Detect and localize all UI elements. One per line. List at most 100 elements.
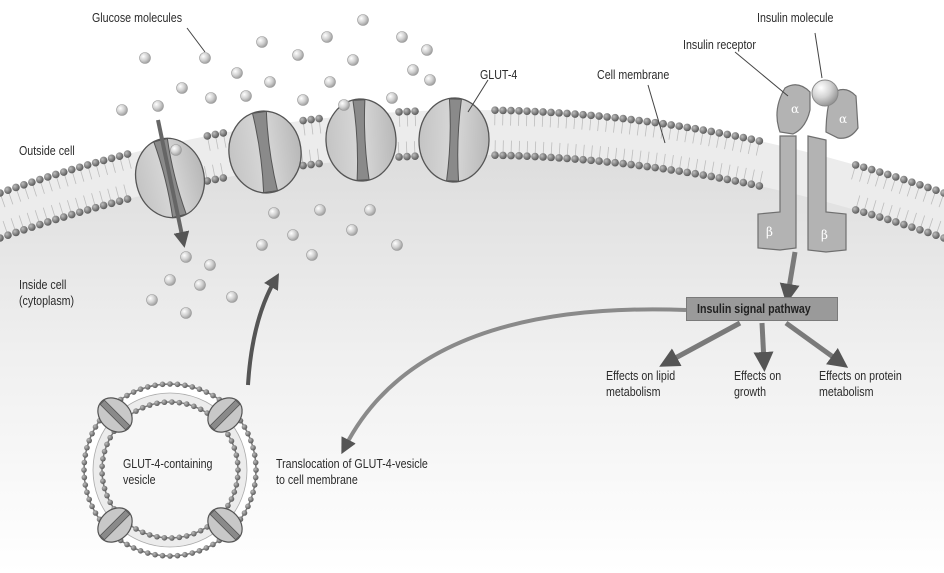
- phospholipid-head: [715, 174, 723, 182]
- phospholipid-head: [732, 177, 740, 185]
- phospholipid-head: [691, 125, 699, 133]
- glucose-molecule: [205, 260, 216, 271]
- phospholipid-head: [932, 231, 940, 239]
- phospholipid-head: [587, 112, 595, 120]
- vesicle-phospholipid-head: [82, 460, 88, 466]
- phospholipid-head: [715, 129, 723, 137]
- vesicle-phospholipid-head: [252, 482, 258, 488]
- phospholipid-head: [579, 156, 587, 164]
- glucose-molecule: [147, 295, 158, 306]
- glucose-molecule: [358, 15, 369, 26]
- label-effects-growth: Effects on growth: [734, 368, 781, 400]
- phospholipid-head: [595, 112, 603, 120]
- vesicle-phospholipid-head: [248, 497, 254, 503]
- phospholipid-head: [916, 226, 924, 234]
- phospholipid-head: [60, 168, 68, 176]
- phospholipid-head: [892, 218, 900, 226]
- phospholipid-head: [932, 186, 940, 194]
- label-outside-cell: Outside cell: [19, 143, 75, 159]
- phospholipid-head: [219, 174, 227, 182]
- label-cell-membrane: Cell membrane: [597, 67, 669, 83]
- vesicle-phospholipid-head: [229, 496, 235, 502]
- glucose-molecule: [265, 77, 276, 88]
- receptor-alpha-right-symbol: α: [839, 112, 847, 126]
- label-effects-lipid: Effects on lipid metabolism: [606, 368, 675, 400]
- vesicle-phospholipid-head: [229, 438, 235, 444]
- vesicle-phospholipid-head: [84, 489, 90, 495]
- phospholipid-head: [868, 211, 876, 219]
- phospholipid-head: [699, 171, 707, 179]
- phospholipid-head: [315, 115, 323, 123]
- phospholipid-head: [675, 167, 683, 175]
- label-translocation-line1: Translocation of GLUT-4-vesicle: [276, 456, 428, 472]
- label-effects-growth-line1: Effects on: [734, 368, 781, 384]
- phospholipid-head: [531, 108, 539, 116]
- vesicle-phospholipid-head: [100, 456, 106, 462]
- vesicle-phospholipid-head: [210, 542, 216, 548]
- vesicle-phospholipid-head: [124, 393, 130, 399]
- vesicle-phospholipid-head: [154, 534, 160, 540]
- phospholipid-head: [611, 159, 619, 167]
- phospholipid-head: [547, 154, 555, 162]
- phospholipid-head: [108, 199, 116, 207]
- label-glucose-molecules: Glucose molecules: [92, 10, 182, 26]
- glucose-molecule: [257, 37, 268, 48]
- phospholipid-head: [852, 206, 860, 214]
- label-effects-lipid-line2: metabolism: [606, 384, 675, 400]
- glucose-molecule: [206, 93, 217, 104]
- phospholipid-head: [124, 150, 132, 158]
- phospholipid-head: [108, 154, 116, 162]
- vesicle-phospholipid-head: [147, 532, 153, 538]
- phospholipid-head: [619, 115, 627, 123]
- vesicle-phospholipid-head: [124, 542, 130, 548]
- phospholipid-head: [20, 226, 28, 234]
- glucose-molecule: [387, 93, 398, 104]
- vesicle-phospholipid-head: [232, 489, 238, 495]
- phospholipid-head: [491, 151, 499, 159]
- phospholipid-head: [860, 163, 868, 171]
- phospholipid-head: [60, 213, 68, 221]
- label-insulin-molecule: Insulin molecule: [757, 10, 833, 26]
- phospholipid-head: [84, 161, 92, 169]
- phospholipid-head: [92, 159, 100, 167]
- phospholipid-head: [499, 152, 507, 160]
- phospholipid-head: [707, 173, 715, 181]
- phospholipid-head: [908, 178, 916, 186]
- receptor-beta-left-symbol: β: [766, 225, 773, 239]
- phospholipid-head: [595, 157, 603, 165]
- label-inside-cell: Inside cell (cytoplasm): [19, 277, 74, 309]
- vesicle-phospholipid-head: [225, 503, 231, 509]
- phospholipid-head: [211, 131, 219, 139]
- vesicle-phospholipid-head: [160, 382, 166, 388]
- phospholipid-head: [756, 137, 764, 145]
- phospholipid-head: [403, 153, 411, 161]
- phospholipid-head: [411, 107, 419, 115]
- phospholipid-head: [884, 171, 892, 179]
- vesicle-phospholipid-head: [175, 382, 181, 388]
- vesicle-phospholipid-head: [133, 408, 139, 414]
- label-effects-lipid-line1: Effects on lipid: [606, 368, 675, 384]
- phospholipid-head: [507, 107, 515, 115]
- phospholipid-head: [68, 166, 76, 174]
- phospholipid-head: [204, 132, 212, 140]
- vesicle-phospholipid-head: [93, 510, 99, 516]
- vesicle-phospholipid-head: [189, 550, 195, 556]
- vesicle-phospholipid-head: [152, 552, 158, 558]
- phospholipid-head: [876, 213, 884, 221]
- phospholipid-head: [539, 153, 547, 161]
- vesicle-phospholipid-head: [99, 463, 105, 469]
- vesicle-phospholipid-head: [138, 386, 144, 392]
- phospholipid-head: [611, 114, 619, 122]
- phospholipid-head: [4, 231, 12, 239]
- vesicle-phospholipid-head: [253, 460, 259, 466]
- vesicle-phospholipid-head: [184, 401, 190, 407]
- vesicle-phospholipid-head: [145, 550, 151, 556]
- phospholipid-head: [924, 229, 932, 237]
- vesicle-phospholipid-head: [140, 529, 146, 535]
- phospholipid-head: [523, 152, 531, 160]
- phospholipid-head: [643, 163, 651, 171]
- vesicle-phospholipid-head: [147, 402, 153, 408]
- glucose-molecule: [181, 308, 192, 319]
- phospholipid-head: [411, 152, 419, 160]
- vesicle-phospholipid-head: [89, 504, 95, 510]
